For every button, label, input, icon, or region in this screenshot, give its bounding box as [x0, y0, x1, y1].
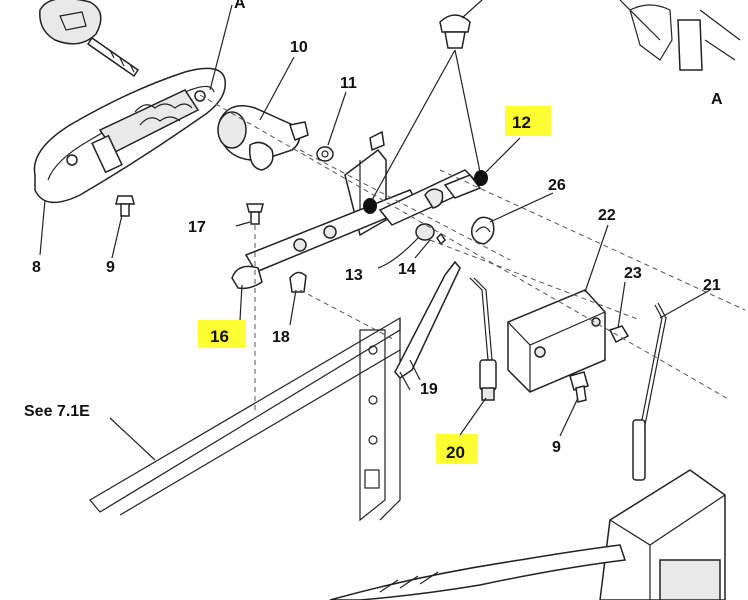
- callout-11: 11: [340, 75, 357, 92]
- screw-17: [246, 203, 264, 225]
- door-panel: [89, 316, 401, 522]
- callout-21: 21: [703, 277, 721, 294]
- highlight-12: [505, 106, 551, 136]
- callout-19: 19: [420, 381, 438, 398]
- lock-barrel-10: [217, 105, 309, 171]
- callout-22: 22: [598, 207, 616, 224]
- washer-11: [316, 146, 334, 162]
- detail-view-a: [619, 0, 741, 71]
- outer-door-handle: [33, 67, 227, 204]
- callout-a-right: A: [711, 91, 723, 108]
- highlight-20: [436, 434, 478, 464]
- spring-clip-26: [471, 216, 495, 245]
- screw-9-left: [115, 195, 135, 217]
- dashed-line-3: [429, 239, 641, 321]
- clip-dot-right: [474, 170, 488, 186]
- callout-see-note: See 7.1E: [24, 403, 90, 420]
- rod-19: [394, 260, 461, 391]
- callout-8: 8: [32, 259, 41, 276]
- clip-dot-left: [363, 198, 377, 214]
- callout-9-right: 9: [552, 439, 561, 456]
- callout-20: 20: [446, 443, 465, 462]
- dashed-line-5: [299, 289, 396, 341]
- highlight-16: [198, 320, 246, 348]
- callout-18: 18: [272, 329, 290, 346]
- callout-23: 23: [624, 265, 642, 282]
- push-clip-top: [439, 14, 471, 49]
- callout-10: 10: [290, 39, 308, 56]
- rod-20: [469, 277, 497, 401]
- callout-12: 12: [512, 113, 531, 132]
- dashed-line-1: [199, 94, 731, 401]
- rod-21: [632, 302, 667, 481]
- callout-26: 26: [548, 177, 566, 194]
- callout-a-top: A: [234, 0, 246, 12]
- callout-9-left: 9: [106, 259, 115, 276]
- clip-18: [289, 271, 307, 293]
- dashed-line-6: [439, 169, 746, 311]
- callout-14: 14: [398, 261, 416, 278]
- callout-13: 13: [345, 267, 363, 284]
- leader-lines: [39, 0, 711, 461]
- latch-assembly: [329, 469, 726, 600]
- actuator-22: [507, 289, 606, 393]
- key-icon: [39, 0, 140, 78]
- bush-14: [415, 223, 446, 246]
- screw-9-right: [569, 371, 589, 403]
- callout-17: 17: [188, 219, 206, 236]
- dashed-line-2: [299, 149, 511, 261]
- callout-16: 16: [210, 327, 229, 346]
